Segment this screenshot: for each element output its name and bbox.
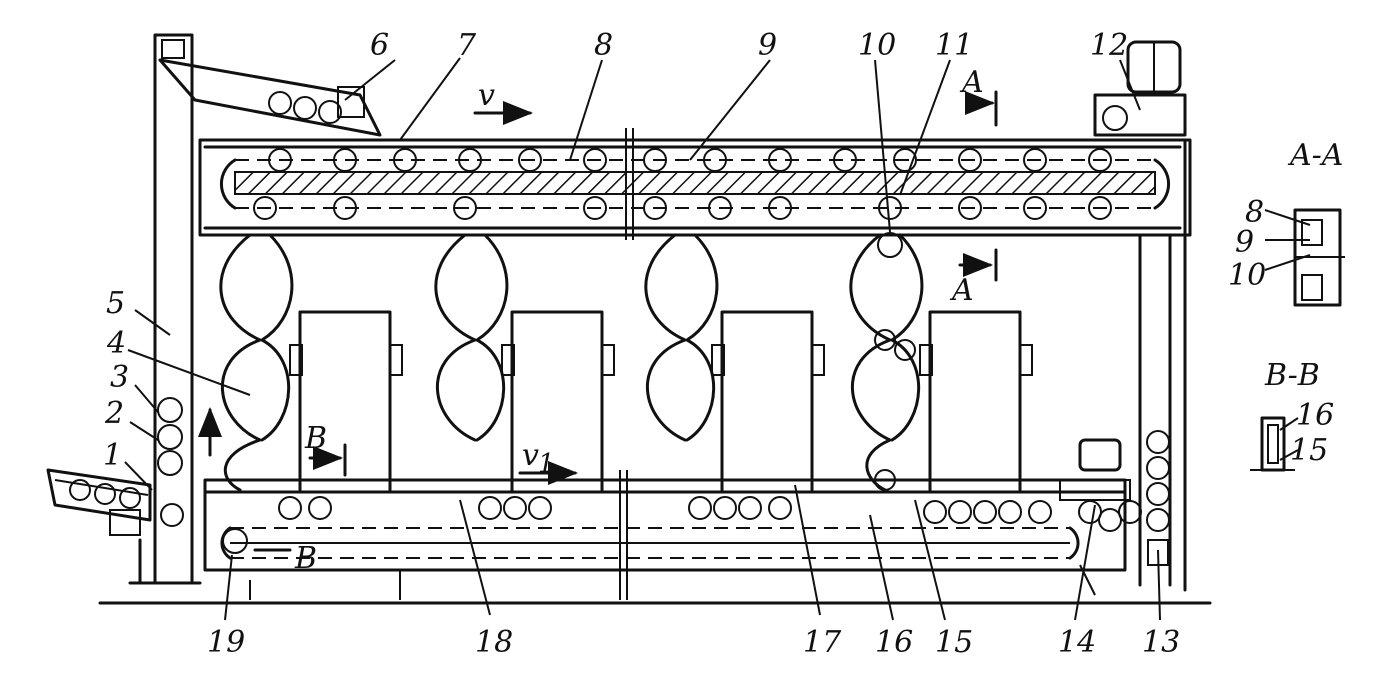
label-1: 1 (103, 438, 122, 473)
right-frame (1138, 138, 1187, 592)
cut-a-top-letter: A (959, 65, 984, 100)
label-4: 4 (106, 326, 126, 361)
section-a-label-10: 10 (1228, 258, 1266, 293)
label-15: 15 (935, 625, 973, 660)
cut-a-bottom-letter: A (949, 273, 974, 308)
label-18: 18 (475, 625, 513, 660)
label-2: 2 (104, 396, 124, 431)
vertical-column (128, 33, 202, 585)
label-9: 9 (758, 28, 777, 63)
lower-rollers (278, 496, 1142, 532)
label-19: 19 (207, 625, 245, 660)
label-12: 12 (1090, 28, 1128, 63)
station-4 (849, 232, 1033, 494)
lower-conveyor (203, 470, 1142, 600)
section-a-a: A-A 8 9 10 (1228, 138, 1345, 307)
cut-b-top-letter: B (304, 421, 327, 456)
label-3: 3 (110, 360, 129, 395)
cut-a-marks (958, 90, 998, 282)
inlet-conveyor (46, 468, 184, 536)
label-6: 6 (370, 28, 389, 63)
section-a-title: A-A (1287, 138, 1343, 173)
lower-drive (1059, 438, 1131, 501)
label-17: 17 (803, 625, 842, 660)
label-7: 7 (457, 28, 477, 63)
section-b-title: B-B (1264, 358, 1320, 393)
section-a-label-8: 8 (1245, 195, 1264, 230)
section-b-label-15: 15 (1290, 433, 1328, 468)
upper-rollers-top (268, 148, 1112, 172)
upper-rollers-bottom (253, 196, 1112, 220)
section-b-label-16: 16 (1296, 398, 1334, 433)
upper-chute (158, 58, 382, 137)
spiral-stations (219, 232, 1033, 494)
upper-speed-label: v (478, 78, 495, 113)
lower-speed-sub: 1 (538, 449, 555, 479)
section-b-b: B-B 16 15 (1250, 358, 1334, 472)
leader-lines (124, 57, 1161, 621)
label-14: 14 (1058, 625, 1096, 660)
cut-b-bottom-letter: B (294, 541, 317, 576)
cut-b-marks (253, 443, 347, 552)
lift-stack (157, 397, 222, 476)
station-3 (644, 233, 825, 494)
label-11: 11 (935, 28, 973, 63)
section-a-label-9: 9 (1235, 225, 1254, 260)
label-10: 10 (858, 28, 896, 63)
label-13: 13 (1142, 625, 1180, 660)
upper-conveyor (198, 128, 1192, 240)
lower-speed-label: v (522, 438, 539, 473)
upper-drive (1093, 40, 1187, 137)
label-5: 5 (106, 286, 125, 321)
label-8: 8 (594, 28, 613, 63)
label-16: 16 (875, 625, 913, 660)
part-labels: 1 2 3 4 5 6 7 8 9 10 11 12 13 14 15 16 1… (103, 28, 1180, 660)
